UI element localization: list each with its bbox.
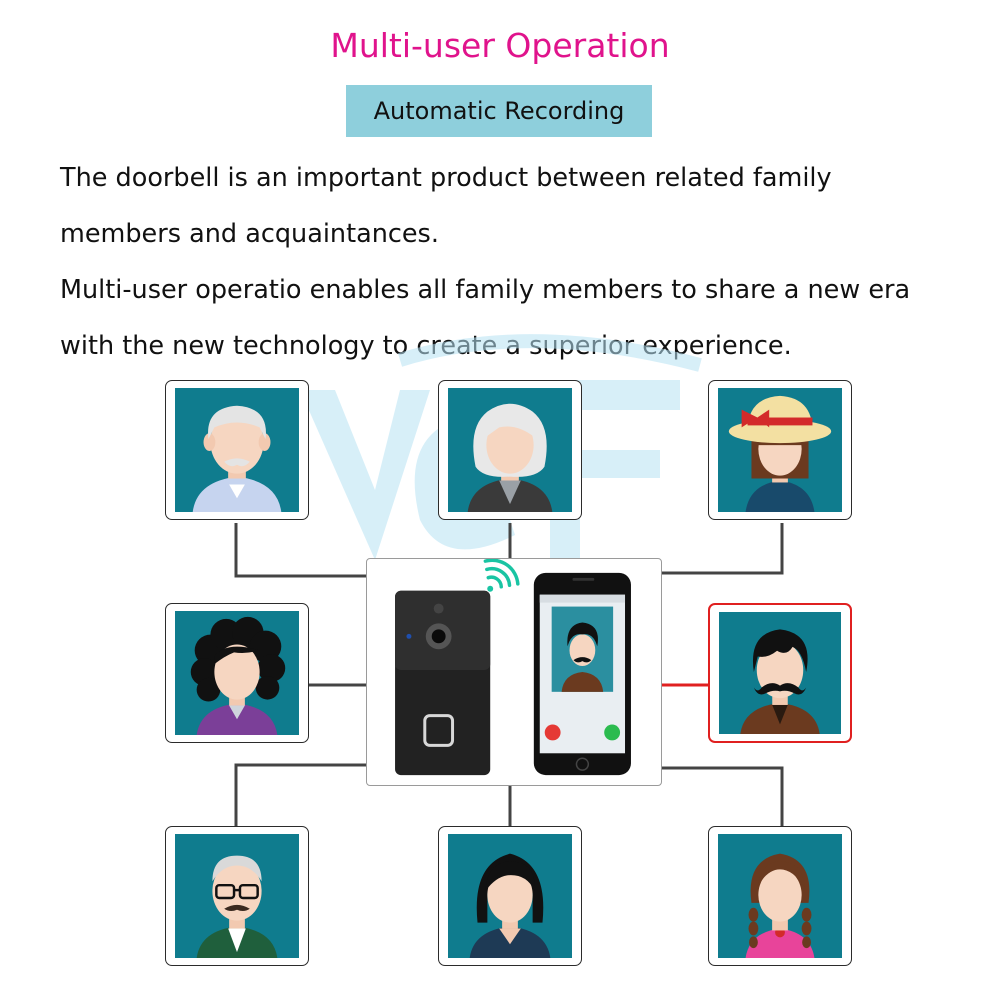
user-card-curly-hair-woman — [165, 603, 309, 743]
avatar-grandmother — [448, 388, 572, 512]
avatar-curly-hair-woman — [175, 611, 299, 735]
doorbell-phone-panel — [366, 558, 662, 786]
description-line: The doorbell is an important product bet… — [60, 163, 832, 193]
user-card-short-hair-woman — [438, 826, 582, 966]
avatar-girl-with-hat — [718, 388, 842, 512]
user-card-grandfather — [165, 380, 309, 520]
user-card-mustache-man-calling — [708, 603, 852, 743]
avatar-short-hair-woman — [448, 834, 572, 958]
video-doorbell — [395, 590, 491, 776]
avatar-grandfather — [175, 388, 299, 512]
avatar-mustache-man-calling — [719, 612, 841, 734]
description: The doorbell is an important product bet… — [60, 150, 960, 374]
description-line: members and acquaintances. — [60, 219, 439, 249]
feature-badge: Automatic Recording — [346, 85, 652, 137]
user-card-grandmother — [438, 380, 582, 520]
smartphone — [533, 572, 631, 776]
avatar-braided-girl — [718, 834, 842, 958]
user-card-man-with-glasses — [165, 826, 309, 966]
description-line: Multi-user operatio enables all family m… — [60, 275, 911, 305]
user-card-girl-with-hat — [708, 380, 852, 520]
avatar-man-with-glasses — [175, 834, 299, 958]
wifi-icon — [483, 559, 520, 592]
user-card-braided-girl — [708, 826, 852, 966]
page-title: Multi-user Operation — [330, 26, 670, 65]
